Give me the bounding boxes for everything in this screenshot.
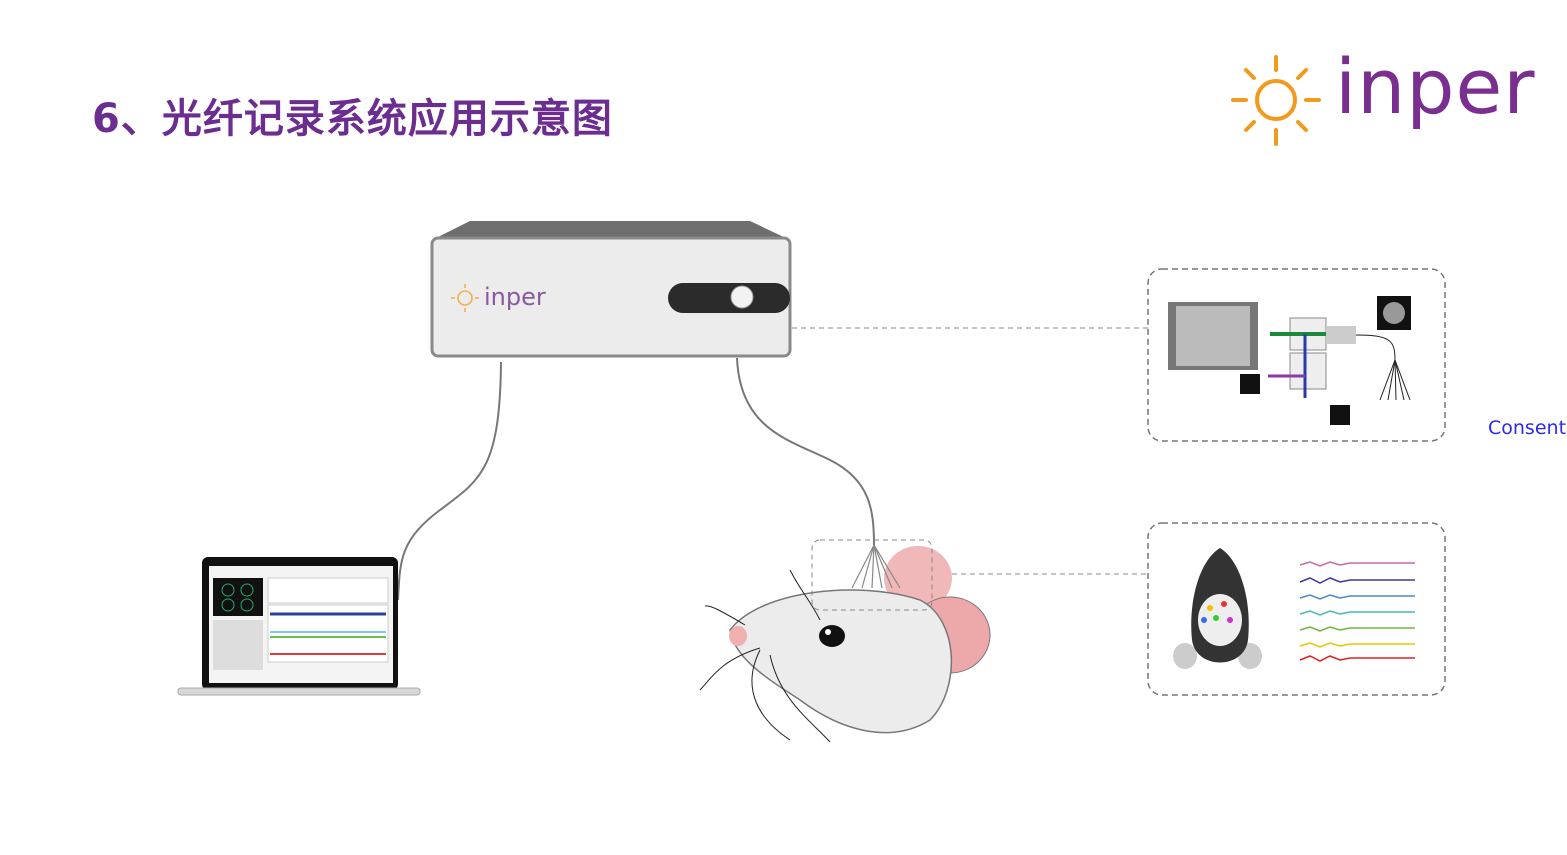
laptop-software: [177, 557, 421, 696]
slide-title: 6、光纤记录系统应用示意图: [92, 96, 613, 142]
fiber-photometry-device: [430, 221, 792, 358]
signal-traces: [1299, 561, 1415, 662]
mouse-head-with-fibers: [699, 539, 991, 743]
consent-link[interactable]: Consent: [1488, 417, 1567, 439]
optical-path-diagram: [1147, 268, 1446, 442]
brain-implant-diagram: [1147, 522, 1446, 696]
brand-logo-text: inper: [1335, 42, 1536, 131]
device-logo-text: inper: [484, 283, 546, 311]
sun-logo-icon: [1231, 55, 1321, 146]
